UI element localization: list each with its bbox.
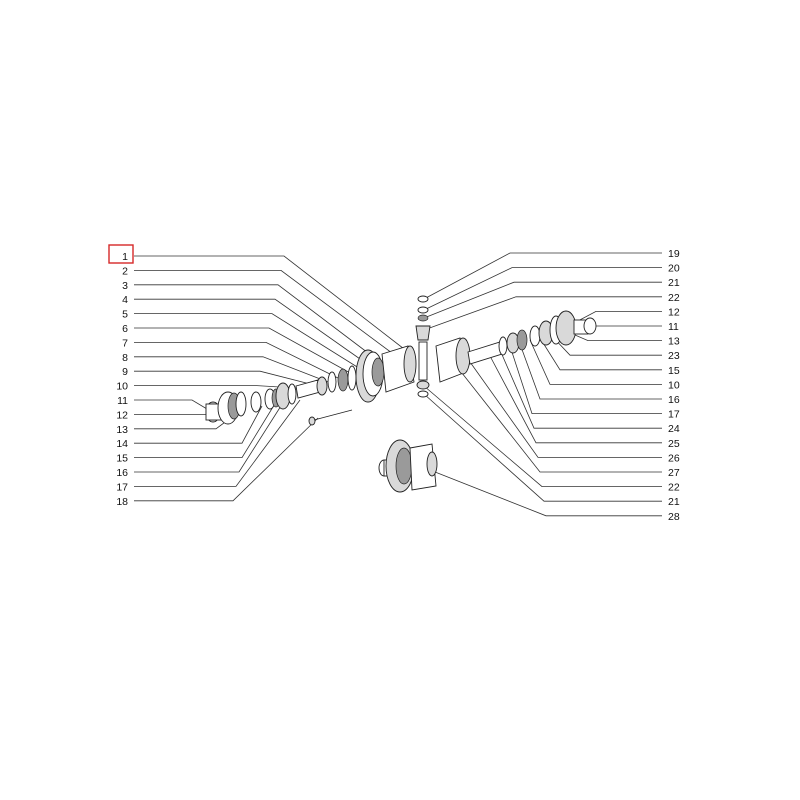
ring-gear xyxy=(355,349,385,403)
leader-left-17 xyxy=(134,417,319,502)
leader-right-15 xyxy=(457,367,662,473)
leader-lines xyxy=(134,252,662,517)
leader-right-8 xyxy=(539,337,662,371)
callout-right-5: 11 xyxy=(668,321,679,333)
leader-left-16 xyxy=(134,399,301,487)
leader-left-10 xyxy=(134,399,213,413)
leader-right-18 xyxy=(429,469,662,517)
callout-right-16: 22 xyxy=(668,482,680,494)
callout-left-13: 14 xyxy=(116,438,128,450)
leader-right-12 xyxy=(499,349,662,429)
highlight-box xyxy=(108,244,134,264)
callout-right-13: 25 xyxy=(668,438,680,450)
callout-right-8: 15 xyxy=(668,365,680,377)
spider-gears xyxy=(415,295,431,398)
callout-right-0: 19 xyxy=(668,248,680,260)
callout-left-15: 16 xyxy=(116,467,128,479)
leader-left-14 xyxy=(134,401,277,459)
callout-left-6: 7 xyxy=(122,337,128,349)
left-shaft xyxy=(295,365,357,399)
callout-right-7: 23 xyxy=(668,350,680,362)
leader-left-9 xyxy=(134,385,297,389)
differential-case-right xyxy=(435,337,471,383)
leader-left-1 xyxy=(134,269,397,357)
leader-right-13 xyxy=(489,355,662,444)
callout-right-3: 22 xyxy=(668,292,680,304)
leader-right-2 xyxy=(423,281,662,319)
left-bearing-set xyxy=(250,382,297,413)
callout-left-2: 3 xyxy=(122,280,128,292)
leader-right-9 xyxy=(529,339,662,385)
assembled-differential xyxy=(378,439,438,493)
callout-left-11: 12 xyxy=(116,409,128,421)
callout-left-16: 17 xyxy=(116,481,128,493)
callout-right-18: 28 xyxy=(668,511,680,523)
callout-right-14: 26 xyxy=(668,452,680,464)
callout-left-14: 15 xyxy=(116,453,128,465)
leader-right-11 xyxy=(509,345,662,415)
leader-left-6 xyxy=(134,341,339,379)
callout-right-12: 24 xyxy=(668,423,680,435)
leader-left-7 xyxy=(134,356,329,383)
leader-right-1 xyxy=(423,267,662,311)
leader-left-13 xyxy=(134,405,263,444)
leader-left-3 xyxy=(134,298,371,367)
callout-right-15: 27 xyxy=(668,467,680,479)
bolt xyxy=(308,409,353,426)
leader-right-0 xyxy=(423,252,662,300)
callout-left-8: 9 xyxy=(122,366,128,378)
callout-left-5: 6 xyxy=(122,323,128,335)
callout-left-0: 1 xyxy=(122,251,128,263)
leader-left-4 xyxy=(134,313,363,371)
leader-right-17 xyxy=(423,393,662,502)
leader-right-3 xyxy=(423,296,662,331)
leader-left-2 xyxy=(134,284,381,363)
callout-right-17: 21 xyxy=(668,496,680,508)
left-axle-flange xyxy=(205,391,247,425)
callout-left-7: 8 xyxy=(122,352,128,364)
callout-right-2: 21 xyxy=(668,277,680,289)
callout-left-12: 13 xyxy=(116,424,128,436)
callout-left-10: 11 xyxy=(117,395,128,407)
leader-right-16 xyxy=(423,385,662,488)
leader-left-8 xyxy=(134,370,319,387)
leader-right-10 xyxy=(519,343,662,400)
callout-right-9: 10 xyxy=(668,379,680,391)
differential-case-left xyxy=(381,345,417,393)
callout-left-3: 4 xyxy=(122,294,128,306)
callout-left-9: 10 xyxy=(116,381,128,393)
callout-right-6: 13 xyxy=(668,336,680,348)
callout-left-4: 5 xyxy=(122,309,128,321)
right-axle-flange xyxy=(555,310,597,346)
leader-right-4 xyxy=(575,310,662,323)
callout-right-11: 17 xyxy=(668,409,680,421)
callout-left-17: 18 xyxy=(116,496,128,508)
leader-left-5 xyxy=(134,327,353,375)
callout-right-10: 16 xyxy=(668,394,680,406)
leader-left-15 xyxy=(134,397,287,473)
right-shaft xyxy=(467,329,528,365)
callout-left-1: 2 xyxy=(122,265,128,277)
callout-right-4: 12 xyxy=(668,306,680,318)
leader-left-0 xyxy=(134,255,409,353)
leader-right-14 xyxy=(469,361,662,458)
callout-right-1: 20 xyxy=(668,263,680,275)
